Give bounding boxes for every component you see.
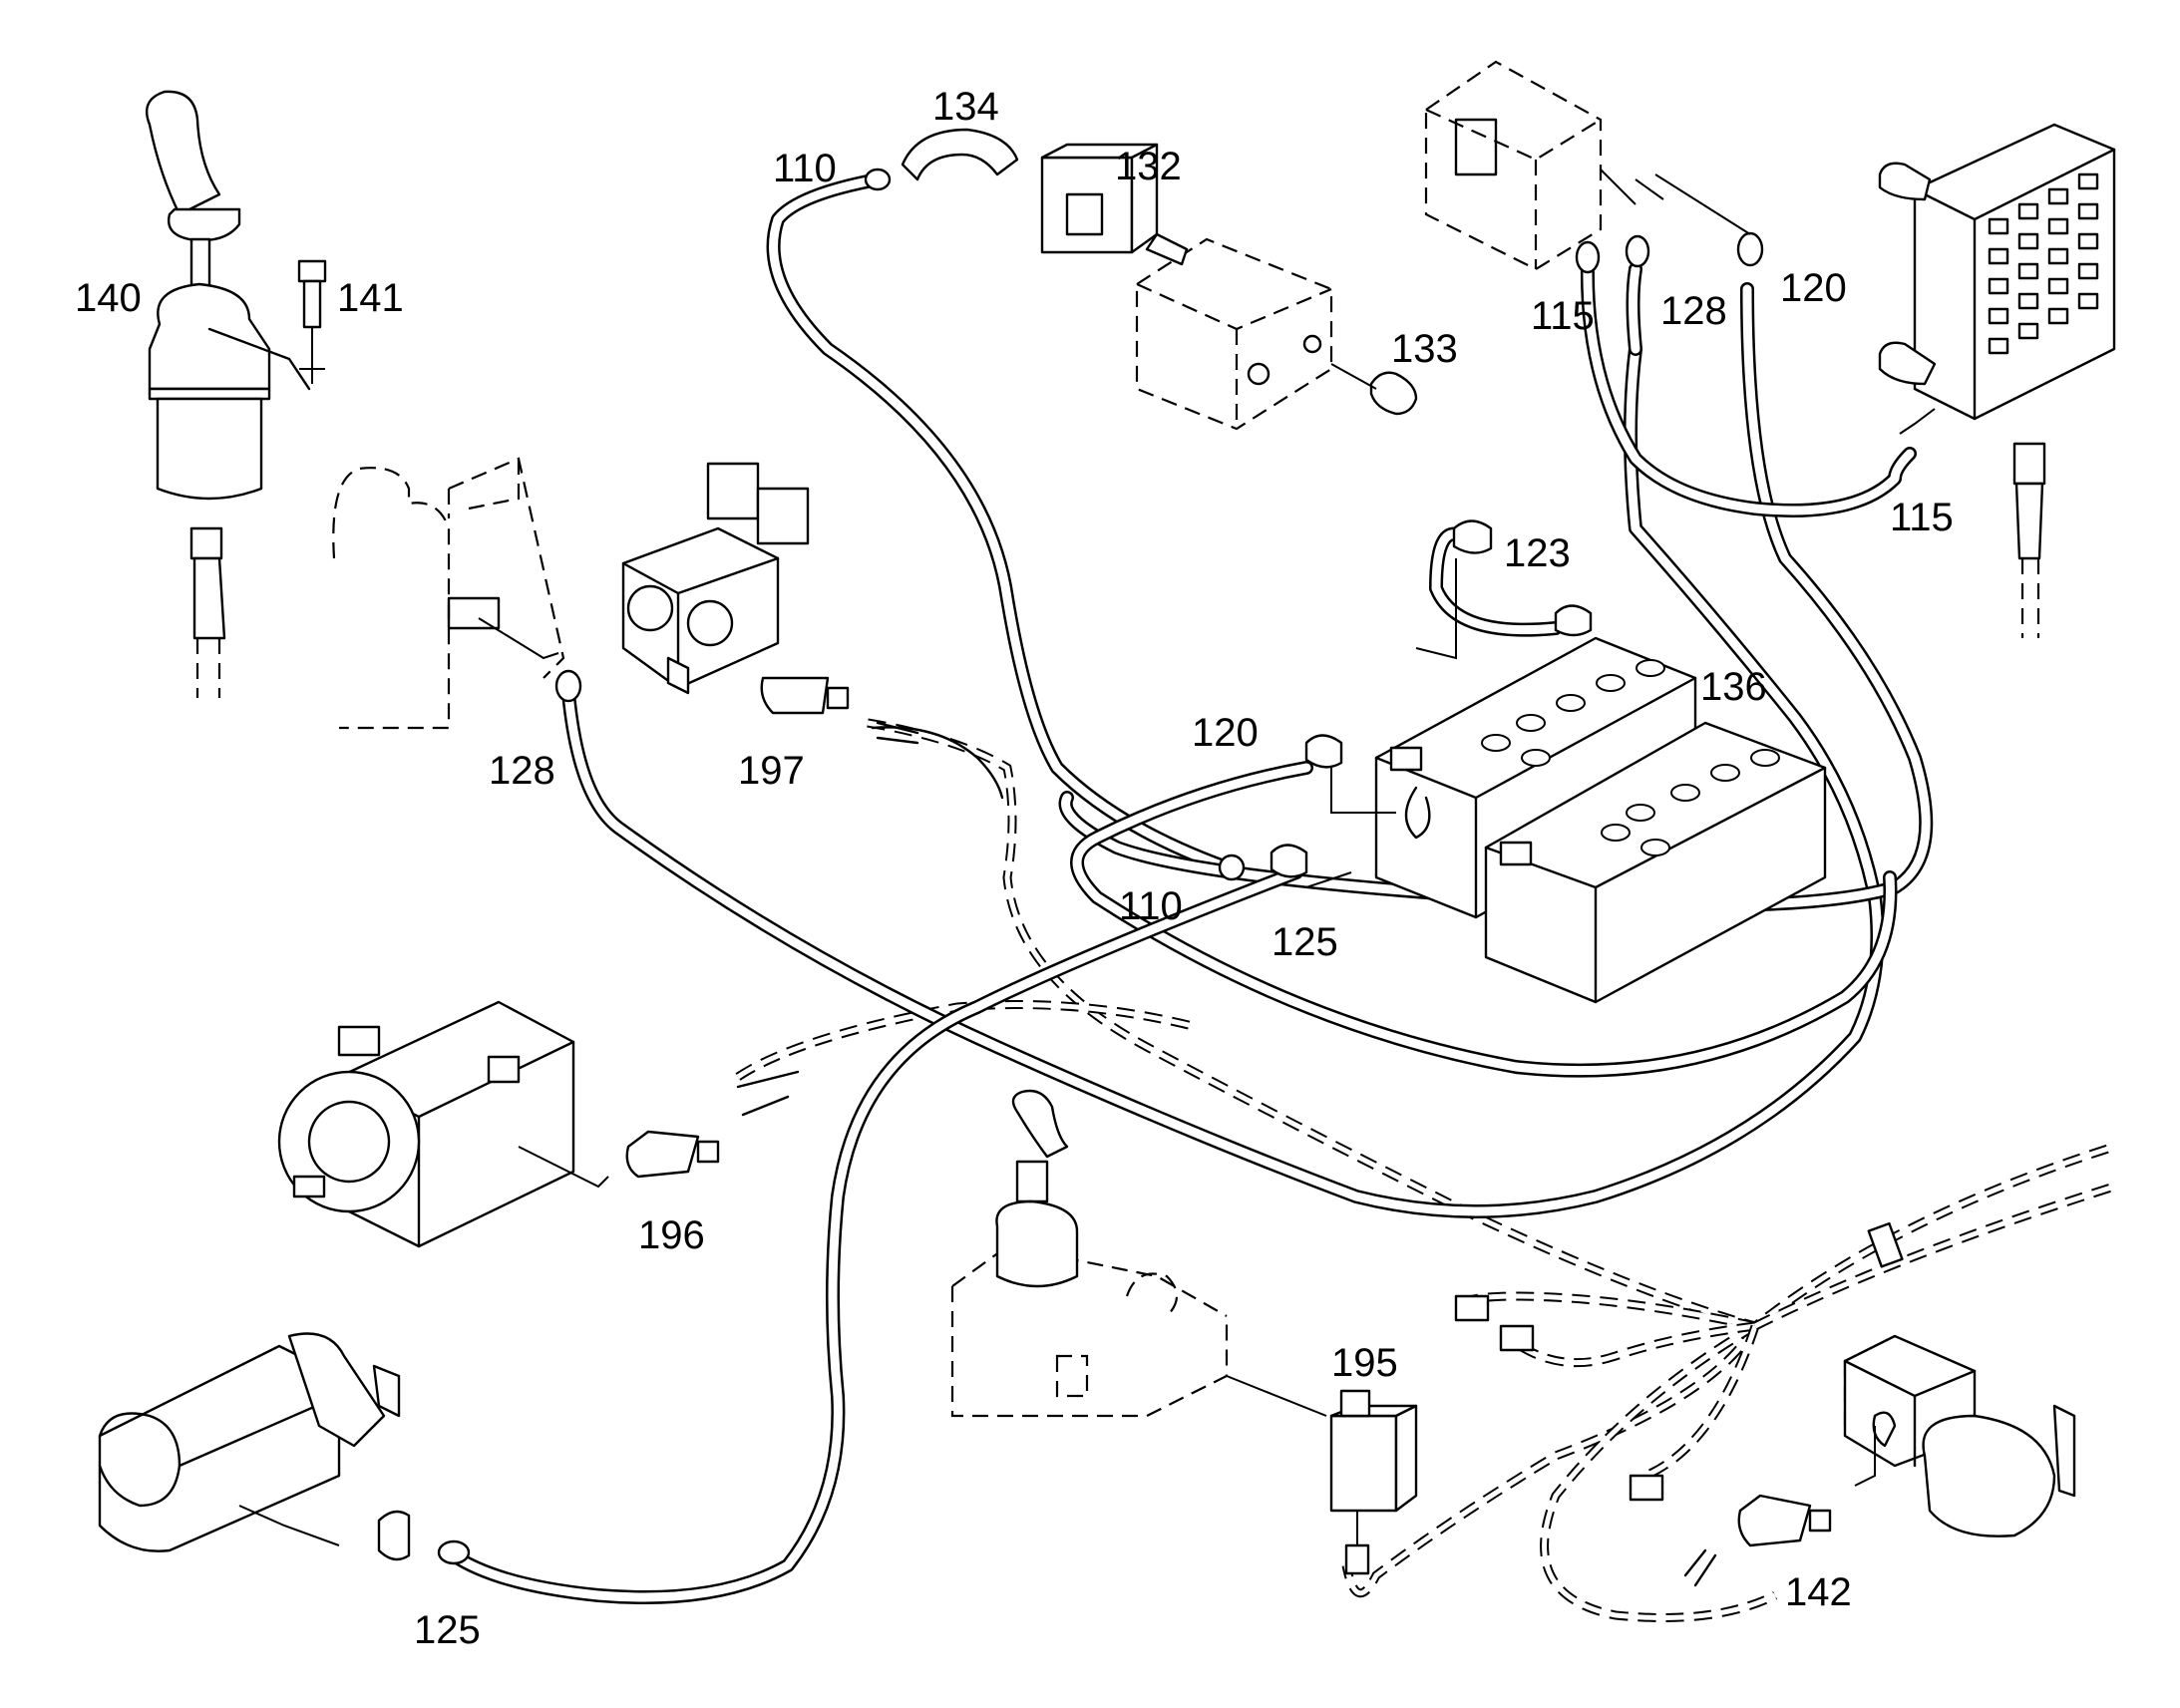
part-labels: 110 134 132 133 140 141 115 128 120 115 … [75, 85, 1954, 1652]
part-132-circuit-breaker [1040, 143, 1189, 266]
label-141: 141 [337, 276, 404, 320]
label-115-upper: 115 [1531, 294, 1595, 338]
label-110-upper: 110 [773, 147, 837, 190]
label-128-upper: 128 [1660, 289, 1727, 333]
label-123: 123 [1504, 531, 1571, 575]
part-134-boot [901, 128, 1019, 181]
part-142-pressure-switch [1683, 1494, 1832, 1587]
frame-bracket-left [332, 457, 565, 730]
label-120-upper: 120 [1780, 266, 1847, 310]
part-123-battery-link [1415, 519, 1593, 660]
part-196-pressure-switch [625, 1070, 800, 1179]
pump-housing-top-right [1424, 60, 1603, 271]
part-141-screw [297, 259, 327, 384]
label-110-lower: 110 [1119, 884, 1183, 928]
starter-motor [98, 1332, 411, 1561]
label-128-left: 128 [489, 749, 555, 793]
part-136-batteries [1374, 636, 1827, 1004]
battery-terminal-clamps [1218, 734, 1396, 888]
joystick-lower [995, 1089, 1079, 1288]
ring-lugs-top [437, 168, 1764, 1565]
cables [447, 172, 1934, 1604]
label-133: 133 [1391, 327, 1458, 371]
label-120-mid: 120 [1192, 711, 1259, 755]
control-valve-assembly [621, 462, 810, 695]
pump-top-right [1878, 123, 2116, 638]
pump-lower-right [1843, 1334, 2076, 1537]
part-140-joystick [145, 90, 311, 698]
hydraulic-block [1135, 237, 1333, 431]
label-140: 140 [75, 276, 142, 320]
label-142: 142 [1785, 1570, 1852, 1614]
label-125-mid: 125 [1272, 920, 1338, 964]
label-136: 136 [1700, 665, 1767, 709]
part-133-plug [1330, 363, 1418, 416]
label-125-lower: 125 [414, 1608, 481, 1652]
variable-pump-left [277, 1000, 609, 1248]
label-195: 195 [1331, 1341, 1398, 1385]
label-196: 196 [638, 1213, 705, 1257]
label-132: 132 [1115, 145, 1182, 188]
harness-connectors [1454, 1294, 1664, 1502]
label-197: 197 [738, 749, 805, 793]
part-197-pressure-switch [760, 676, 1004, 800]
part-195-sensor [1226, 1375, 1418, 1575]
cab-floor-structure [950, 1244, 1229, 1418]
label-134: 134 [932, 85, 999, 129]
label-115-right: 115 [1890, 496, 1954, 539]
